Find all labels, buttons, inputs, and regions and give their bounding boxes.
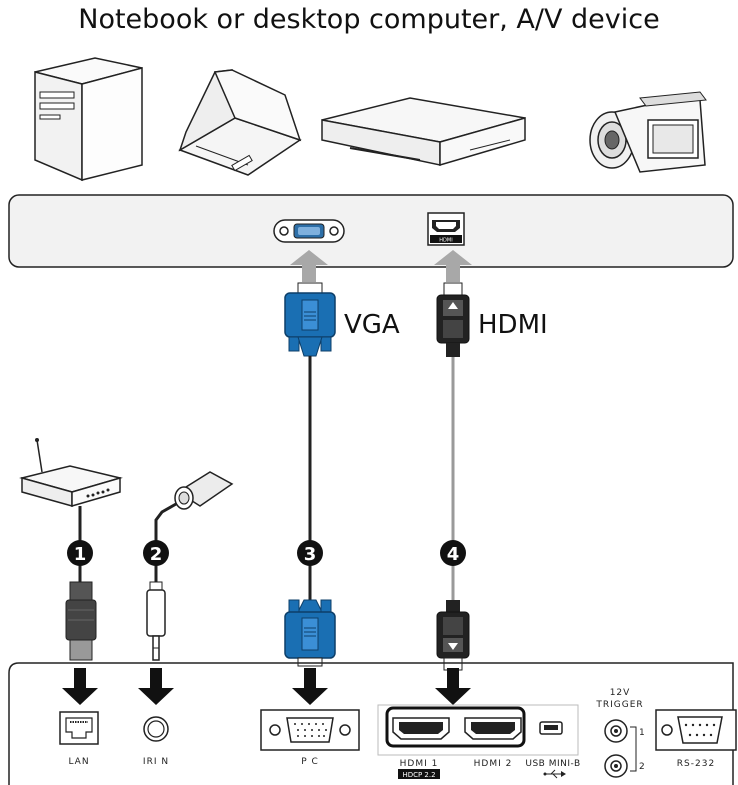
pc-port-label: P C bbox=[301, 757, 319, 767]
hdmi-connector-top-icon bbox=[436, 282, 470, 357]
callout-1: 1 bbox=[67, 540, 93, 566]
diagram-title: Notebook or desktop computer, A/V device bbox=[78, 4, 660, 35]
callout-3: 3 bbox=[297, 540, 323, 566]
svg-text:3: 3 bbox=[304, 544, 317, 565]
source-vga-port-icon bbox=[273, 219, 345, 243]
svg-text:2: 2 bbox=[150, 544, 163, 565]
laptop-icon bbox=[178, 69, 302, 176]
svg-text:4: 4 bbox=[447, 544, 460, 565]
trigger-2-port-icon bbox=[604, 754, 628, 778]
trigger-2-label: 2 bbox=[639, 762, 645, 772]
hdmi-usb-port-group bbox=[377, 704, 579, 756]
hdmi-connector-bottom-icon bbox=[436, 600, 470, 671]
usb-port-label: USB MINI-B bbox=[525, 759, 580, 769]
lan-down-arrow-icon bbox=[62, 668, 98, 705]
hdcp-badge bbox=[398, 769, 440, 779]
source-hdmi-port-label: HDMI bbox=[439, 238, 452, 244]
ir-receiver-icon bbox=[154, 471, 234, 582]
trigger-title-line1: 12V bbox=[610, 688, 631, 698]
trigger-1-label: 1 bbox=[639, 728, 645, 738]
hdmi-highlight-frame bbox=[385, 706, 526, 748]
usb-mini-b-port-icon bbox=[539, 721, 563, 735]
ir-down-arrow-icon bbox=[138, 668, 174, 705]
ir-in-port-icon bbox=[143, 716, 169, 742]
trigger-1-port-icon bbox=[604, 719, 628, 743]
usb-symbol-icon bbox=[543, 769, 566, 779]
vga-up-arrow-icon bbox=[290, 250, 328, 282]
router-icon bbox=[19, 438, 123, 507]
hdmi2-port-icon bbox=[464, 717, 522, 740]
vga-connector-bottom-icon bbox=[284, 599, 336, 667]
source-hdmi-port-icon: HDMI bbox=[427, 212, 465, 246]
pc-port-icon bbox=[260, 709, 360, 751]
av-player-icon bbox=[321, 97, 526, 167]
source-panel: HDMI bbox=[8, 194, 734, 268]
rs232-port-icon bbox=[655, 709, 737, 751]
hdmi2-port-label: HDMI 2 bbox=[474, 759, 513, 769]
hdmi-down-arrow-icon bbox=[435, 668, 471, 705]
projector-rear-panel bbox=[8, 662, 734, 785]
desktop-tower-icon bbox=[34, 57, 143, 182]
trigger-title-line2: TRIGGER bbox=[595, 700, 643, 710]
callout-2: 2 bbox=[143, 540, 169, 566]
camcorder-icon bbox=[589, 91, 707, 173]
hdmi-up-arrow-icon bbox=[434, 250, 472, 282]
hdmi-cable-label: HDMI bbox=[478, 310, 548, 340]
lan-port-icon bbox=[59, 711, 99, 745]
lan-port-label: LAN bbox=[68, 757, 89, 767]
rs232-port-label: RS-232 bbox=[677, 759, 715, 769]
hdcp-badge-label: HDCP 2.2 bbox=[402, 771, 435, 779]
vga-connector-top-icon bbox=[284, 282, 336, 357]
vga-cable-label: VGA bbox=[344, 310, 400, 340]
hdmi1-port-icon bbox=[392, 717, 450, 740]
callout-4: 4 bbox=[440, 540, 466, 566]
pc-down-arrow-icon bbox=[292, 668, 328, 705]
hdmi1-port-label: HDMI 1 bbox=[400, 759, 439, 769]
ir-plug-icon bbox=[146, 581, 166, 661]
ir-in-port-label: IRI N bbox=[143, 757, 169, 767]
svg-text:1: 1 bbox=[74, 544, 87, 565]
lan-plug-icon bbox=[65, 581, 97, 661]
